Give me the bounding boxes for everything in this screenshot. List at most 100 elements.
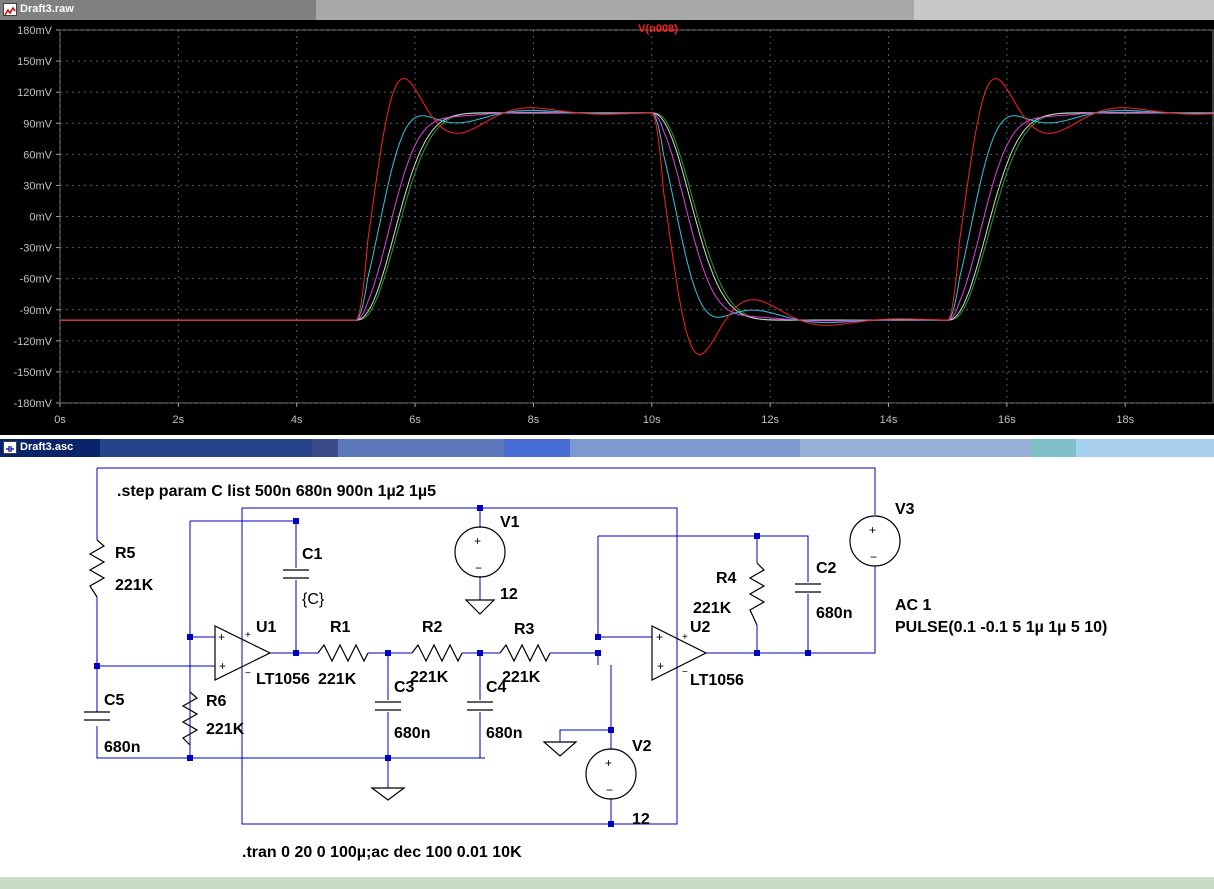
v3-pulse-label: PULSE(0.1 -0.1 5 1µ 1µ 5 10) xyxy=(895,619,1107,636)
waveform-titlebar[interactable]: Draft3.raw xyxy=(0,0,1214,20)
y-tick-label: 90mV xyxy=(23,118,52,130)
r2-symbol xyxy=(411,643,463,663)
y-tick-label: -30mV xyxy=(20,243,53,255)
y-tick-label: 60mV xyxy=(23,149,52,161)
svg-text:−: − xyxy=(475,561,482,575)
u1-opamp-symbol xyxy=(214,625,272,681)
waveform-window-title: Draft3.raw xyxy=(20,3,74,15)
r1-value-label: 221K xyxy=(318,671,357,688)
c3-name-label: C3 xyxy=(394,679,415,696)
step-directive[interactable]: .step param C list 500n 680n 900n 1µ2 1µ… xyxy=(117,483,436,500)
svg-text:+: + xyxy=(218,630,225,644)
u2-name-label: U2 xyxy=(690,619,711,636)
y-tick-label: 30mV xyxy=(23,180,52,192)
r4-name-label: R4 xyxy=(716,570,737,587)
v2-source-symbol xyxy=(585,748,637,800)
r4-value-label: 221K xyxy=(693,600,732,617)
v1-source-symbol xyxy=(454,526,506,578)
u1-name-label: U1 xyxy=(256,619,277,636)
r3-name-label: R3 xyxy=(514,621,535,638)
r5-name-label: R5 xyxy=(115,545,136,562)
waveform-window[interactable]: Draft3.raw 180mV 150mV 120mV 90mV 60mV 30mV 0m… xyxy=(0,0,1214,435)
svg-text:−: − xyxy=(870,550,877,564)
schematic-canvas[interactable]: + + + + + − + − + − + − + − R5 221K C5 680n R6 … xyxy=(0,457,1214,889)
svg-text:+: + xyxy=(245,630,251,641)
schematic-file-icon xyxy=(3,441,17,454)
r1-symbol xyxy=(317,643,369,663)
c3-value-label: 680n xyxy=(394,725,430,742)
svg-text:+: + xyxy=(869,523,876,537)
x-tick-label: 10s xyxy=(643,414,661,426)
x-tick-label: 2s xyxy=(173,414,185,426)
schematic-titlebar[interactable]: Draft3.asc xyxy=(0,439,1214,457)
x-tick-label: 8s xyxy=(528,414,540,426)
polarity-markers: + + + + + − + − + − xyxy=(218,523,877,797)
svg-text:−: − xyxy=(245,668,251,679)
y-tick-label: -150mV xyxy=(13,367,52,379)
status-bar xyxy=(0,877,1214,889)
c5-value-label: 680n xyxy=(104,739,140,756)
v2-value-label: 12 xyxy=(632,811,650,828)
v1-name-label: V1 xyxy=(500,514,520,531)
x-tick-label: 6s xyxy=(409,414,421,426)
schematic-window[interactable]: Draft3.asc xyxy=(0,435,1214,889)
y-tick-label: -120mV xyxy=(13,336,52,348)
y-tick-label: -60mV xyxy=(20,274,53,286)
svg-text:−: − xyxy=(606,783,613,797)
r5-symbol xyxy=(88,539,106,598)
c1-value-label: {C} xyxy=(302,591,325,608)
waveform-trace xyxy=(60,78,1214,355)
v1-value-label: 12 xyxy=(500,586,518,603)
y-tick-label: -90mV xyxy=(20,305,53,317)
ground-icon xyxy=(370,787,406,801)
v3-source-symbol xyxy=(849,515,901,567)
y-tick-label: 0mV xyxy=(29,212,52,224)
svg-text:−: − xyxy=(682,667,688,678)
svg-text:+: + xyxy=(656,630,663,644)
r3-symbol xyxy=(499,643,551,663)
trace-label[interactable]: V(n008) xyxy=(638,23,678,35)
r5-value-label: 221K xyxy=(115,577,154,594)
r2-name-label: R2 xyxy=(422,619,443,636)
schematic-window-title: Draft3.asc xyxy=(20,441,74,453)
waveform-file-icon xyxy=(3,3,17,16)
v3-name-label: V3 xyxy=(895,501,915,518)
y-tick-label: 120mV xyxy=(17,87,53,99)
ground-icon xyxy=(464,599,496,615)
x-tick-label: 12s xyxy=(761,414,779,426)
v3-ac-label: AC 1 xyxy=(895,597,932,614)
svg-text:+: + xyxy=(219,659,226,673)
c4-name-label: C4 xyxy=(486,679,507,696)
u1-value-label: LT1056 xyxy=(256,671,310,688)
waveform-plot[interactable]: 180mV 150mV 120mV 90mV 60mV 30mV 0mV -30mV -60mV… xyxy=(0,20,1214,435)
y-axis-tick-labels: 180mV 150mV 120mV 90mV 60mV 30mV 0mV -30mV -60mV… xyxy=(13,25,60,410)
component-labels: R5 221K C5 680n R6 221K C1 {C} U1 LT1056… xyxy=(104,483,1107,861)
ground-icon xyxy=(542,741,578,757)
c4-value-label: 680n xyxy=(486,725,522,742)
svg-text:+: + xyxy=(474,534,481,548)
u2-value-label: LT1056 xyxy=(690,672,744,689)
tran-directive[interactable]: .tran 0 20 0 100µ;ac dec 100 0.01 10K xyxy=(242,844,522,861)
svg-text:+: + xyxy=(605,756,612,770)
svg-text:+: + xyxy=(682,632,688,643)
x-tick-label: 14s xyxy=(880,414,898,426)
r6-name-label: R6 xyxy=(206,693,227,710)
y-tick-label: 180mV xyxy=(17,25,53,37)
c5-name-label: C5 xyxy=(104,692,125,709)
r6-value-label: 221K xyxy=(206,721,245,738)
x-tick-label: 18s xyxy=(1116,414,1134,426)
v2-name-label: V2 xyxy=(632,738,652,755)
c2-name-label: C2 xyxy=(816,560,837,577)
svg-text:+: + xyxy=(657,659,664,673)
plot-grid xyxy=(59,29,1214,404)
y-tick-label: -180mV xyxy=(13,398,52,410)
c1-name-label: C1 xyxy=(302,546,323,563)
r1-name-label: R1 xyxy=(330,619,351,636)
junction-dots xyxy=(94,505,811,827)
x-tick-label: 16s xyxy=(998,414,1016,426)
y-tick-label: 150mV xyxy=(17,56,53,68)
x-tick-label: 0s xyxy=(54,414,66,426)
component-symbols xyxy=(84,515,901,801)
r4-symbol xyxy=(748,562,766,626)
